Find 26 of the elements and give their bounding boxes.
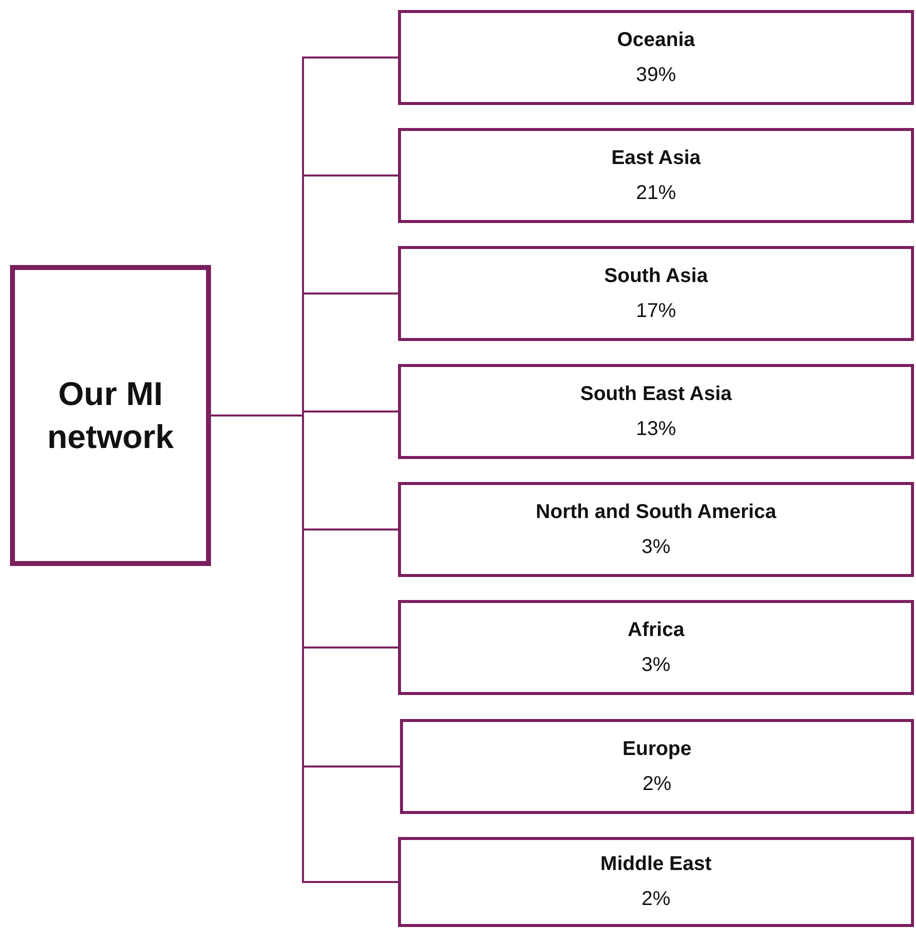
region-name: North and South America xyxy=(536,500,776,524)
region-box xyxy=(398,246,914,341)
percentage-value: 13% xyxy=(636,418,676,440)
region-box xyxy=(398,10,914,105)
root-label: Our MI network xyxy=(46,374,175,456)
region-box xyxy=(398,482,914,577)
region-box xyxy=(398,837,914,927)
percentage-value: 2% xyxy=(642,772,672,796)
region-box xyxy=(398,600,914,695)
region-box xyxy=(398,128,914,223)
percentage-value: 2% xyxy=(642,888,670,911)
region-name: Oceania xyxy=(617,28,695,52)
percentage-value: 3% xyxy=(642,536,670,558)
region-name: East Asia xyxy=(611,146,701,170)
region-name: South East Asia xyxy=(580,382,732,406)
region-name: South Asia xyxy=(604,264,708,288)
region-name: Middle East xyxy=(600,853,712,876)
percentage-value: 17% xyxy=(636,300,676,322)
percentage-value: 39% xyxy=(636,64,676,86)
root-box xyxy=(10,265,211,566)
percentage-value: 21% xyxy=(636,182,676,204)
percentage-value: 3% xyxy=(642,654,670,676)
region-box xyxy=(400,719,914,814)
region-box xyxy=(398,364,914,459)
region-name: Africa xyxy=(628,618,684,642)
region-name: Europe xyxy=(622,738,692,760)
